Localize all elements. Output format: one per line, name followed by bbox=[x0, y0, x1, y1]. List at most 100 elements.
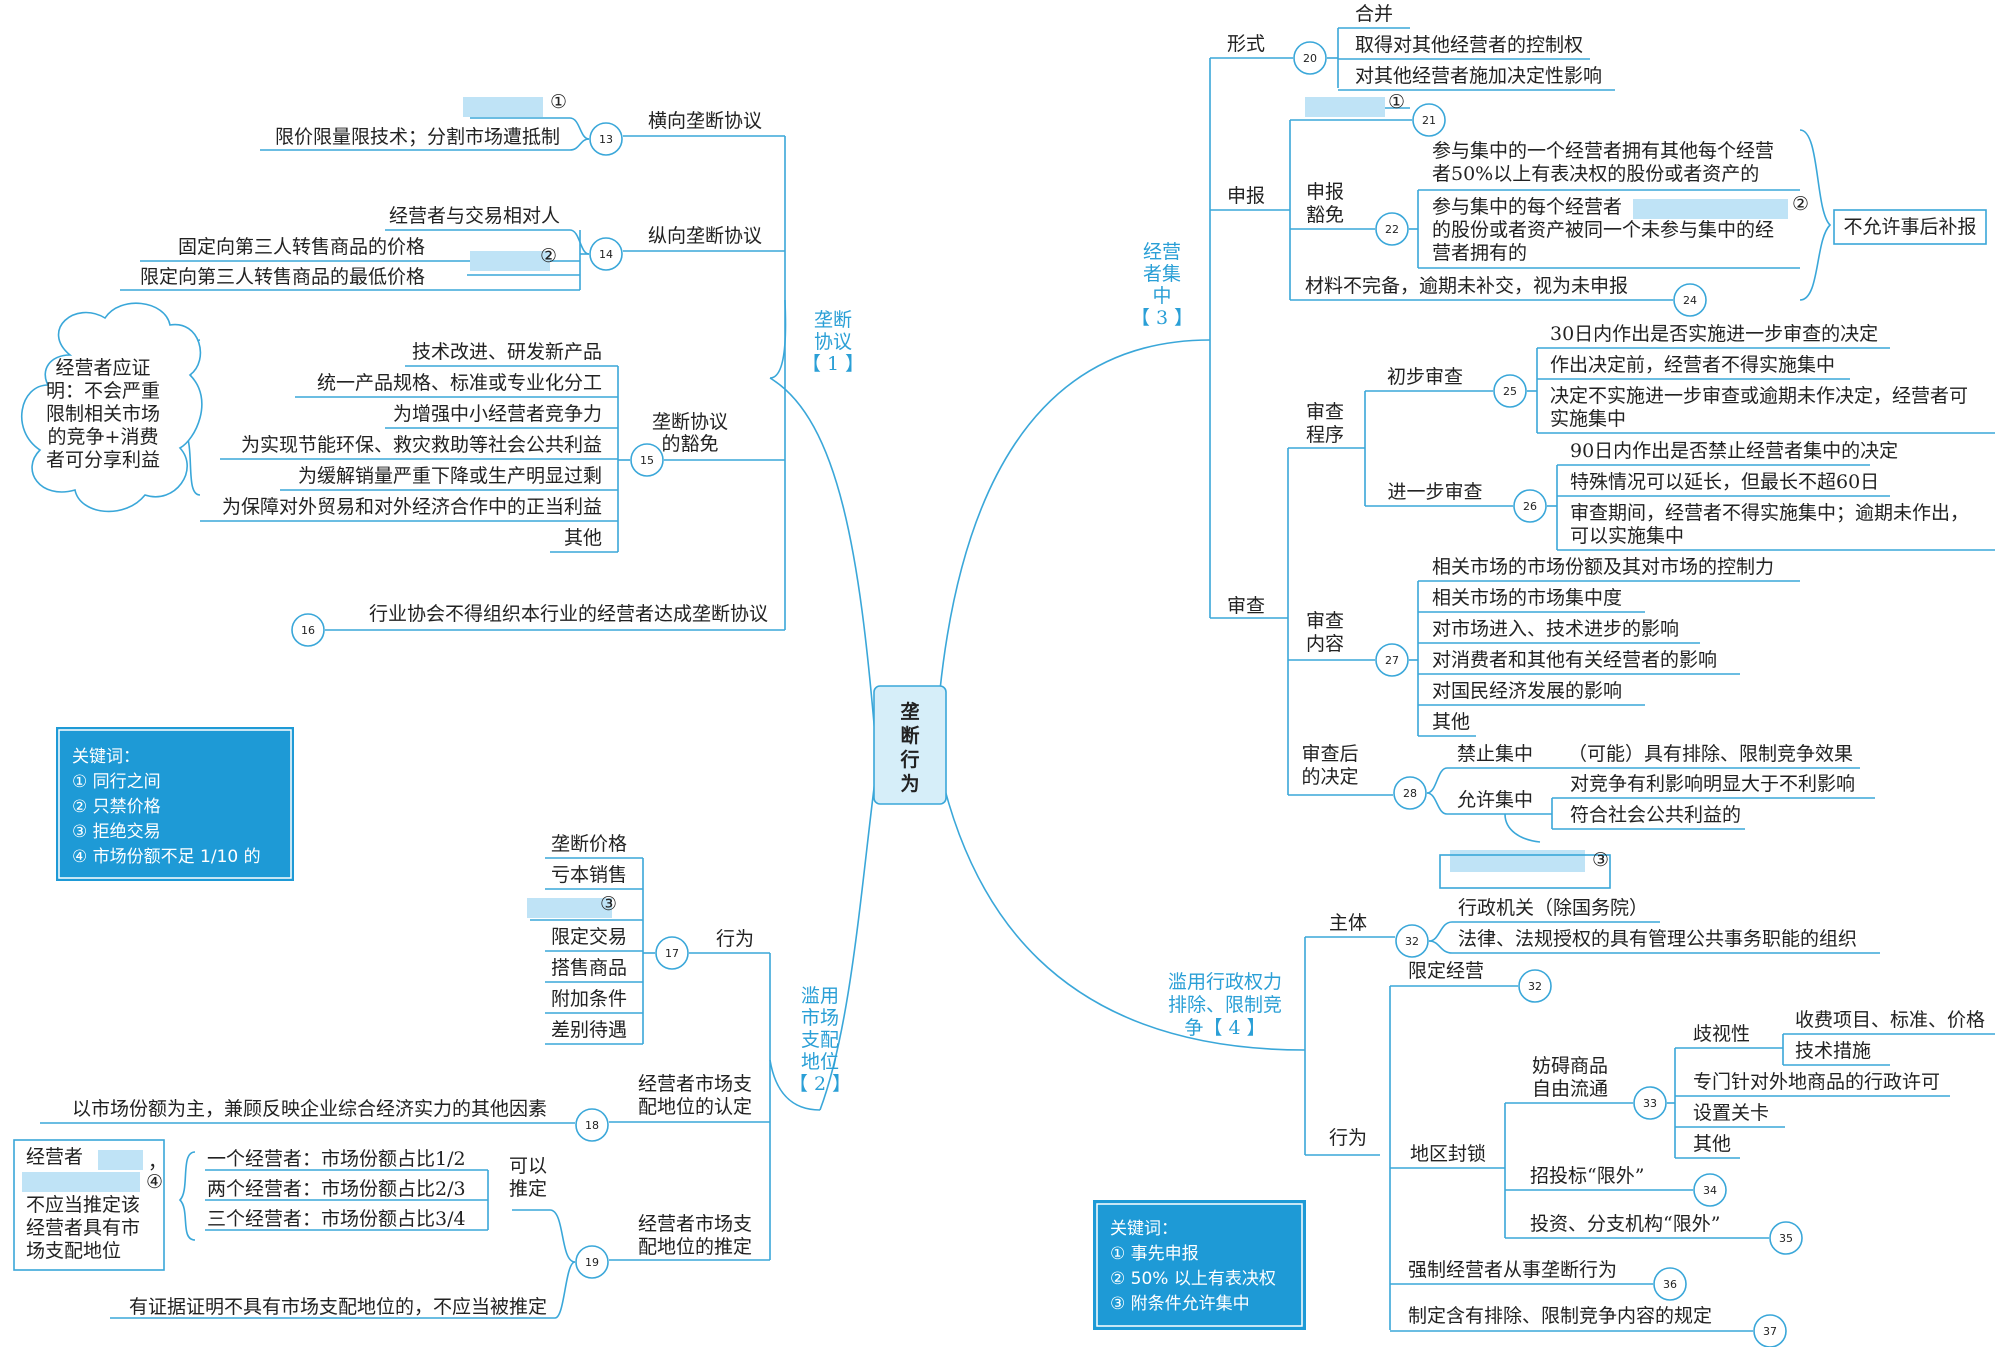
node-label-c21: 申报 bbox=[1227, 185, 1265, 207]
node-label-d33: 地区封锁 bbox=[1410, 1143, 1486, 1165]
node-label-e1: 技术改进、研发新产品 bbox=[412, 341, 602, 363]
node-label-a17e: 搭售商品 bbox=[551, 957, 627, 979]
node-label-cl5: 者可分享利益 bbox=[46, 449, 160, 471]
node-number-circle bbox=[575, 1245, 609, 1279]
node-label-b3b: 者集 bbox=[1143, 263, 1181, 285]
no-retro-report-box bbox=[1833, 209, 1987, 245]
node-label-c25sa: 审查 bbox=[1306, 401, 1344, 423]
node-label-c22b: 豁免 bbox=[1306, 204, 1344, 226]
node-label-h16: 行业协会不得组织本行业的经营者达成垄断协议 bbox=[369, 603, 768, 625]
node-label-a19b: 配地位的推定 bbox=[638, 1236, 752, 1258]
node-label-e5: 为缓解销量严重下降或生产明显过剩 bbox=[298, 465, 602, 487]
node-number-circle bbox=[1375, 212, 1409, 246]
node-number: 22 bbox=[1385, 223, 1399, 236]
node-label-bx1: 经营者 bbox=[26, 1146, 83, 1168]
node-number-circle bbox=[1395, 924, 1429, 958]
node-number-circle bbox=[291, 613, 325, 647]
keywords-left-item: ① 同行之间 bbox=[72, 772, 161, 792]
node-label-d33a: 歧视性 bbox=[1693, 1023, 1750, 1045]
node-label-a17a: 垄断价格 bbox=[551, 833, 627, 855]
node-label-d32c: 限定经营 bbox=[1408, 960, 1484, 982]
node-number-circle bbox=[655, 936, 689, 970]
node-label-cl2: 明：不会严重 bbox=[46, 380, 160, 402]
node-label-d33b: 收费项目、标准、价格 bbox=[1795, 1009, 1985, 1031]
node-number: 33 bbox=[1643, 1097, 1657, 1110]
node-label-d36: 强制经营者从事垄断行为 bbox=[1408, 1259, 1617, 1281]
keywords-right-title: 关键词： bbox=[1110, 1219, 1178, 1239]
node-label-b3d: 【 3 】 bbox=[1131, 307, 1193, 329]
node-label-b2c: 支配 bbox=[801, 1029, 839, 1051]
node-label-c28e: 符合社会公共利益的 bbox=[1570, 804, 1741, 826]
center-char-3: 行 bbox=[899, 748, 919, 771]
node-number: 37 bbox=[1763, 1325, 1777, 1338]
node-number: 25 bbox=[1503, 385, 1517, 398]
node-label-r13: 限价限量限技术；分割市场遭抵制 bbox=[275, 126, 560, 148]
node-number: 14 bbox=[599, 248, 613, 261]
node-label-r14b: 固定向第三人转售商品的价格 bbox=[178, 236, 425, 258]
node-label-c26d: 可以实施集中 bbox=[1570, 525, 1684, 547]
node-number-circle bbox=[1753, 1314, 1787, 1347]
node-label-c28a: 禁止集中 bbox=[1457, 743, 1533, 765]
node-label-c26: 进一步审查 bbox=[1387, 481, 1482, 503]
node-number: 34 bbox=[1703, 1184, 1717, 1197]
node-label-c20a: 合并 bbox=[1355, 3, 1393, 25]
node-label-d37: 制定含有排除、限制竞争内容的规定 bbox=[1408, 1305, 1712, 1327]
center-char-4: 为 bbox=[900, 772, 919, 795]
node-label-c27c: 对市场进入、技术进步的影响 bbox=[1432, 618, 1679, 640]
node-label-b1b: 协议 bbox=[814, 331, 852, 353]
node-label-bx5: 经营者具有市 bbox=[26, 1217, 140, 1239]
node-label-c28sb: 的决定 bbox=[1301, 766, 1358, 788]
node-label-h13: 横向垄断协议 bbox=[648, 110, 762, 132]
node-number-circle bbox=[1513, 489, 1547, 523]
node-number-circle bbox=[1693, 1173, 1727, 1207]
node-label-a19c: 一个经营者：市场份额占比1/2 bbox=[207, 1148, 466, 1170]
node-number-circle bbox=[589, 237, 623, 271]
node-label-r13b: ① bbox=[550, 91, 567, 113]
node-label-c21b: ① bbox=[1388, 91, 1405, 113]
node-label-c28fb: ③ bbox=[1592, 849, 1609, 871]
node-number: 20 bbox=[1303, 52, 1317, 65]
node-label-c27e: 对国民经济发展的影响 bbox=[1432, 680, 1622, 702]
node-label-cl4: 的竞争+消费 bbox=[48, 426, 159, 448]
node-number-circle bbox=[1769, 1221, 1803, 1255]
node-label-c20: 形式 bbox=[1227, 33, 1265, 55]
node-label-c22h: 营者拥有的 bbox=[1432, 242, 1527, 264]
node-label-bx2: ， bbox=[148, 1151, 167, 1173]
keywords-left-item: ④ 市场份额不足 1/10 的 bbox=[72, 847, 261, 867]
keywords-left-box bbox=[54, 725, 296, 883]
node-number: 26 bbox=[1523, 500, 1537, 513]
node-label-d34: 招投标“限外” bbox=[1530, 1165, 1644, 1187]
node-label-a17b: 亏本销售 bbox=[551, 864, 627, 886]
node-label-b2e: 【 2 】 bbox=[789, 1073, 851, 1095]
node-label-c27sa: 审查 bbox=[1306, 610, 1344, 632]
node-label-d35: 投资、分支机构“限外” bbox=[1530, 1213, 1720, 1235]
node-number: 28 bbox=[1403, 787, 1417, 800]
node-label-a19g: 推定 bbox=[509, 1178, 547, 1200]
node-label-c22i: 不允许事后补报 bbox=[1843, 216, 1976, 238]
node-label-c20c: 对其他经营者施加决定性影响 bbox=[1355, 65, 1602, 87]
condition-cloud bbox=[21, 302, 203, 513]
node-number: 27 bbox=[1385, 654, 1399, 667]
keywords-right-item: ② 50% 以上有表决权 bbox=[1110, 1269, 1276, 1289]
center-char-2: 断 bbox=[900, 724, 919, 747]
presumption-box bbox=[13, 1139, 165, 1271]
keywords-left-item: ③ 拒绝交易 bbox=[72, 822, 161, 842]
node-label-c26c: 审查期间，经营者不得实施集中；逾期未作出， bbox=[1570, 502, 1969, 524]
node-number-circle bbox=[1293, 41, 1327, 75]
node-label-d33d: 专门针对外地商品的行政许可 bbox=[1693, 1071, 1940, 1093]
node-label-c27a: 相关市场的市场份额及其对市场的控制力 bbox=[1432, 556, 1774, 578]
node-label-c22d: 者50%以上有表决权的股份或者资产的 bbox=[1432, 163, 1759, 185]
node-label-bx3: ④ bbox=[146, 1171, 163, 1193]
node-label-cl1: 经营者应证 bbox=[55, 357, 150, 379]
node-label-c28d: 对竞争有利影响明显大于不利影响 bbox=[1570, 773, 1855, 795]
node-label-a19d: 两个经营者：市场份额占比2/3 bbox=[207, 1178, 466, 1200]
node-number: 18 bbox=[585, 1119, 599, 1132]
node-number: 21 bbox=[1422, 114, 1436, 127]
node-label-b2a: 滥用 bbox=[801, 985, 839, 1007]
node-label-h15b: 的豁免 bbox=[661, 433, 718, 455]
node-label-c28sa: 审查后 bbox=[1301, 743, 1358, 765]
node-label-b3c: 中 bbox=[1152, 285, 1171, 307]
node-label-d33h: 行为 bbox=[1329, 1127, 1367, 1149]
node-label-b4c: 争【 4 】 bbox=[1184, 1017, 1265, 1039]
node-number-circle bbox=[1493, 374, 1527, 408]
